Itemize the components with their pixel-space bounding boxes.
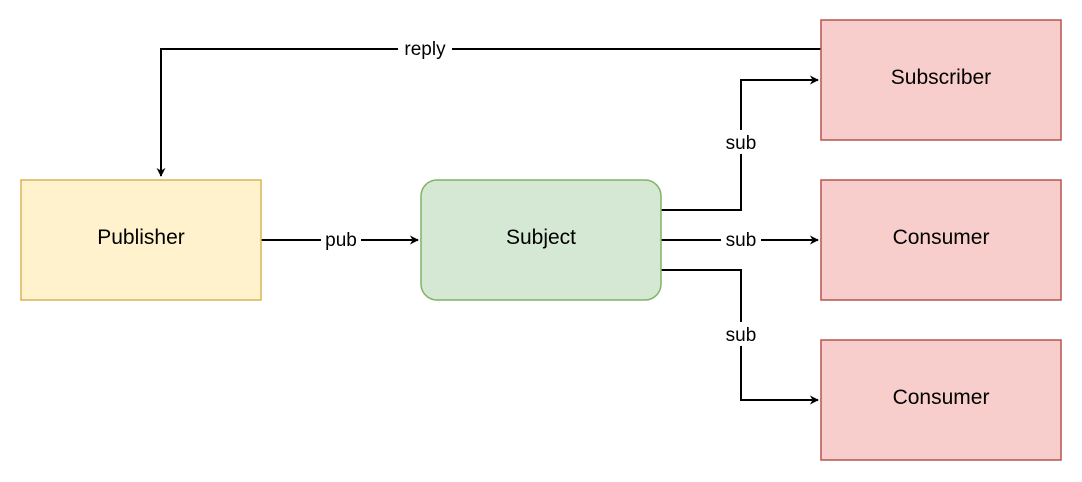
edge-reply-label-bg — [398, 37, 452, 61]
edge-sub-consumer-2: sub — [661, 269, 819, 405]
edge-reply-line — [156, 48, 821, 177]
node-publisher: Publisher — [20, 179, 262, 301]
node-consumer-2: Consumer — [820, 339, 1062, 461]
node-subscriber-label: Subscriber — [891, 66, 991, 89]
edge-pub: pub — [261, 228, 419, 252]
edge-sub-consumer-2-label-bg — [721, 322, 761, 346]
edge-sub-consumer-1-label-bg — [721, 228, 761, 252]
edge-sub-consumer-1: sub — [661, 228, 819, 252]
edge-sub-consumer-2-label: sub — [726, 325, 757, 346]
node-subject-label: Subject — [506, 226, 576, 249]
edge-pub-label: pub — [325, 230, 357, 251]
edge-sub-subscriber-label: sub — [726, 133, 757, 154]
edge-reply-label: reply — [404, 39, 446, 60]
edge-pub-label-bg — [321, 228, 361, 252]
node-publisher-label: Publisher — [97, 226, 185, 249]
node-subscriber: Subscriber — [820, 19, 1062, 141]
edge-sub-subscriber: sub — [661, 75, 819, 211]
node-subscriber-box — [820, 19, 1062, 141]
node-consumer-1: Consumer — [820, 179, 1062, 301]
node-subject-box — [420, 179, 662, 301]
node-publisher-box — [20, 179, 262, 301]
node-consumer-1-label: Consumer — [893, 226, 990, 249]
edge-reply: reply — [156, 37, 821, 177]
node-consumer-1-box — [820, 179, 1062, 301]
edge-sub-subscriber-label-bg — [721, 130, 761, 154]
node-consumer-2-label: Consumer — [893, 386, 990, 409]
node-consumer-2-box — [820, 339, 1062, 461]
edge-sub-consumer-1-label: sub — [726, 230, 757, 251]
node-subject: Subject — [420, 179, 662, 301]
